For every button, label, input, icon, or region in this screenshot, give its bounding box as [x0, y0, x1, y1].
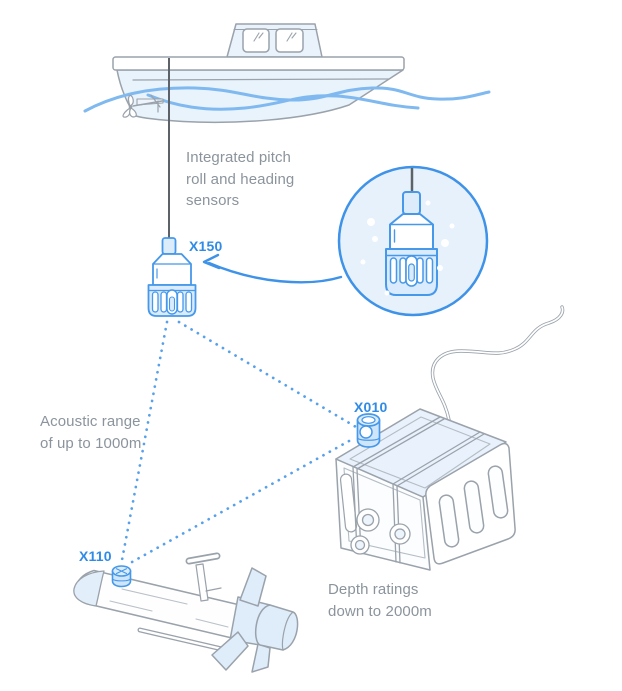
detail-arrow-head — [202, 253, 221, 270]
auv-icon — [73, 552, 299, 673]
cage-slot-4 — [185, 291, 193, 313]
x010-top-inner — [361, 416, 376, 424]
auv-fin-upper — [239, 567, 267, 607]
x110-band — [111, 578, 132, 582]
link-x150-x010 — [177, 320, 358, 429]
boat-window-right — [275, 28, 304, 53]
label-x150-transceiver: X150 — [189, 238, 223, 254]
detail-arrow-curve — [207, 261, 343, 284]
boat-hull-seam — [132, 78, 390, 81]
boat-deck — [112, 56, 405, 71]
x010-beacon-icon — [356, 413, 381, 448]
cage-slot-3 — [176, 291, 184, 313]
transceiver-detail-circle — [337, 165, 489, 317]
propeller-shaft — [132, 100, 163, 107]
window-reflections — [253, 32, 297, 42]
acoustic-dotted-links — [120, 320, 358, 564]
transceiver-body-seam — [152, 263, 192, 279]
auv-mast-top-inner — [187, 554, 219, 563]
rov-panel-slot-1 — [438, 494, 460, 548]
detail-transceiver — [385, 191, 438, 296]
rov-panel-slot-3 — [487, 465, 509, 519]
auv-shroud-face — [281, 611, 294, 651]
auv-mast-bracket — [205, 587, 222, 592]
boat-window-left — [242, 28, 270, 53]
auv-fin-front-lower — [211, 631, 249, 671]
cage-slot-1 — [151, 291, 159, 313]
annotation-depth-rating: Depth ratings down to 2000m — [328, 581, 432, 620]
rov-icon — [335, 305, 565, 571]
detail-body-seam — [389, 223, 434, 243]
x110-beacon-icon — [111, 565, 132, 588]
auv-nose-cap — [73, 570, 105, 607]
detail-capsule-core — [408, 263, 415, 282]
detail-slot-4 — [425, 257, 434, 284]
water-wave-lower — [146, 93, 420, 111]
auv-skid-inner — [138, 628, 224, 651]
auv-body-lines — [109, 588, 229, 628]
auv-mast — [185, 552, 222, 602]
x010-band — [356, 437, 381, 441]
rov-left-slot — [339, 473, 358, 533]
label-x010-beacon: X010 — [354, 399, 388, 415]
propeller-strut — [150, 94, 161, 113]
boat-propeller — [122, 94, 164, 118]
annotation-sensors: Integrated pitch roll and heading sensor… — [186, 149, 295, 209]
rov-top-face — [335, 408, 507, 498]
propeller-blade-left — [122, 107, 131, 118]
detail-arrow — [202, 253, 343, 284]
rov-thrusters — [350, 508, 411, 555]
transceiver-body — [152, 253, 192, 286]
rov-tether-outer — [430, 305, 565, 422]
x110-top-cross — [115, 568, 128, 575]
detail-slot-3 — [416, 257, 424, 284]
cage-capsule-core — [168, 296, 176, 312]
auv-prop-shroud — [254, 604, 299, 651]
annotation-acoustic-range: Acoustic range of up to 1000m — [40, 413, 142, 452]
propeller-hub — [128, 105, 133, 109]
rov-top-inset — [349, 416, 491, 489]
rov-panel-slot-2 — [463, 480, 485, 534]
label-x110-beacon: X110 — [79, 548, 112, 564]
rov-tether-inner — [431, 306, 564, 421]
water-waves — [83, 86, 491, 113]
auv-mast-post — [195, 563, 209, 602]
auv-fin-rear-lower — [251, 643, 271, 673]
link-x010-x110 — [130, 439, 351, 564]
detail-bubbles — [360, 200, 455, 296]
x010-transducer-ball — [359, 425, 373, 439]
propeller-blade-right — [129, 107, 137, 118]
usbl-transceiver-icon — [147, 237, 197, 317]
transceiver-connector — [161, 237, 177, 255]
cage-slot-2 — [160, 291, 168, 313]
propeller-blade-top — [127, 94, 134, 107]
detail-connector — [402, 191, 421, 215]
detail-slot-1 — [389, 257, 398, 284]
water-wave-upper — [83, 86, 491, 113]
detail-slot-2 — [399, 257, 407, 284]
detail-body — [389, 213, 434, 250]
